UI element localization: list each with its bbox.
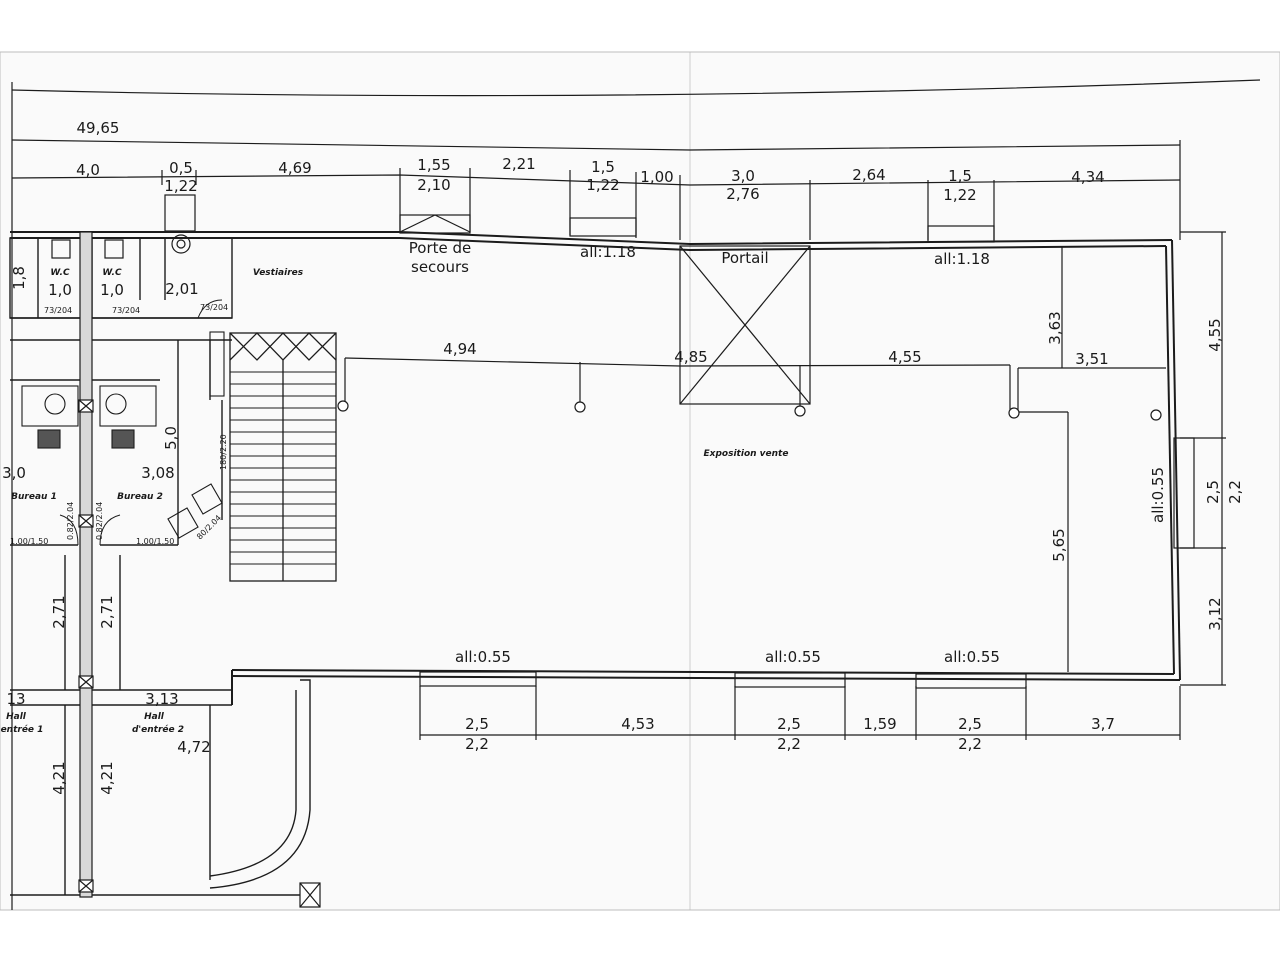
dim-494: 4,94 — [443, 340, 476, 358]
top-openings — [164, 194, 995, 243]
allege-top-right: all:1.18 — [934, 250, 990, 268]
dim-313a: 3,13 — [145, 690, 178, 708]
dim-bottom-1: 2,5 — [465, 715, 489, 733]
exposition-label: Exposition vente — [704, 449, 789, 459]
allege-right: all:0.55 — [1149, 467, 1167, 523]
service-duct — [79, 231, 93, 898]
dim-bottom-5: 2,5 — [958, 715, 982, 733]
interior-dimension-lines — [344, 246, 1166, 672]
dim-10b: 1,0 — [100, 281, 124, 299]
allege-bottom-2: all:0.55 — [765, 648, 821, 666]
dim-top-9: 2,64 — [852, 166, 885, 184]
vestiaires-label: Vestiaires — [253, 268, 304, 278]
outer-walls — [10, 231, 1181, 705]
hall1-label-2: entrée 1 — [1, 724, 44, 735]
portail-opening — [679, 245, 811, 405]
dim-201: 2,01 — [165, 280, 198, 298]
dim-18: 1,8 — [10, 266, 28, 290]
dim-right-455: 4,55 — [1206, 318, 1224, 351]
dim-top-sub-3: 1,22 — [586, 176, 619, 194]
dim-top-5: 2,21 — [502, 155, 535, 173]
stair-steps — [230, 371, 336, 565]
allege-top-left: all:1.18 — [580, 243, 636, 261]
porte-secours-label-1: Porte de — [409, 239, 471, 257]
dim-30: 3,0 — [2, 464, 26, 482]
door-swings — [59, 299, 223, 546]
dim-271a: 2,71 — [50, 595, 68, 628]
bureau2-label: Bureau 2 — [117, 492, 163, 502]
dim-top-8: 3,0 — [731, 167, 755, 185]
dim-total: 49,65 — [77, 119, 120, 137]
right-dimension-lines — [1173, 231, 1226, 686]
bureau1-label: Bureau 1 — [11, 492, 57, 502]
dim-top-1: 4,0 — [76, 161, 100, 179]
door-tag-5: 1.00/1.50 — [136, 537, 174, 546]
dim-top-sub-1: 1,22 — [164, 177, 197, 195]
dim-421b: 4,21 — [98, 761, 116, 794]
door-tag-8: 180/2.20 — [219, 434, 228, 470]
portail-label: Portail — [721, 249, 768, 267]
allege-bottom-3: all:0.55 — [944, 648, 1000, 666]
dim-top-6: 1,5 — [591, 158, 615, 176]
dim-top-2: 0,5 — [169, 159, 193, 177]
hall2-label-2: d'entrée 2 — [132, 724, 184, 735]
dim-bottom-3: 2,5 — [777, 715, 801, 733]
dim-bottom-sub-2: 2,2 — [777, 735, 801, 753]
bottom-openings — [419, 671, 1181, 740]
dim-485: 4,85 — [674, 348, 707, 366]
dim-bottom-4: 1,59 — [863, 715, 896, 733]
wc1-label: W.C — [50, 268, 70, 278]
dim-363: 3,63 — [1046, 311, 1064, 344]
dim-565: 5,65 — [1050, 528, 1068, 561]
dim-50: 5,0 — [162, 426, 180, 450]
staircase — [229, 332, 337, 582]
door-tag-4: 1.00/1.50 — [10, 537, 48, 546]
dim-313b: 13 — [6, 690, 25, 708]
door-tag-2: 73/204 — [112, 306, 140, 315]
dim-bottom-2: 4,53 — [621, 715, 654, 733]
dim-bottom-sub-3: 2,2 — [958, 735, 982, 753]
dim-right-25: 2,5 — [1204, 480, 1222, 504]
dim-271b: 2,71 — [98, 595, 116, 628]
door-tag-7: 0.82/2.04 — [95, 502, 104, 540]
dim-top-sub-2: 2,10 — [417, 176, 450, 194]
allege-bottom-1: all:0.55 — [455, 648, 511, 666]
office-furniture — [21, 331, 225, 539]
hall2-label-1: Hall — [144, 712, 165, 722]
dim-right-22: 2,2 — [1226, 480, 1244, 504]
dim-bottom-sub-1: 2,2 — [465, 735, 489, 753]
dim-455: 4,55 — [888, 348, 921, 366]
dim-top-sub-5: 1,22 — [943, 186, 976, 204]
dim-top-3: 4,69 — [278, 159, 311, 177]
dim-10a: 1,0 — [48, 281, 72, 299]
dim-421a: 4,21 — [50, 761, 68, 794]
dim-top-11: 4,34 — [1071, 168, 1104, 186]
dim-top-sub-4: 2,76 — [726, 185, 759, 203]
wc-fixtures — [51, 234, 191, 259]
door-tag-1: 73/204 — [44, 306, 72, 315]
paper — [0, 52, 1280, 910]
hall1-label-1: Hall — [6, 712, 27, 722]
dim-472: 4,72 — [177, 738, 210, 756]
dim-top-4: 1,55 — [417, 156, 450, 174]
dim-right-312: 3,12 — [1206, 597, 1224, 630]
dim-bottom-6: 3,7 — [1091, 715, 1115, 733]
porte-secours-label-2: secours — [411, 258, 469, 276]
wc2-label: W.C — [102, 268, 122, 278]
dim-top-7: 1,00 — [640, 168, 673, 186]
dim-top-10: 1,5 — [948, 167, 972, 185]
columns — [337, 400, 1162, 421]
door-tag-3: 73/204 — [200, 303, 228, 312]
duct-markers — [78, 399, 321, 908]
dim-351: 3,51 — [1075, 350, 1108, 368]
dim-308: 3,08 — [141, 464, 174, 482]
